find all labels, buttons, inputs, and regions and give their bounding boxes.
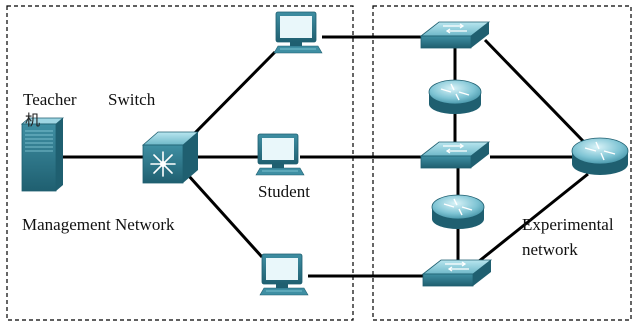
lab-router-a-icon [428, 79, 482, 114]
student-label: Student [258, 182, 310, 201]
student-pc-bottom-icon [259, 253, 309, 296]
lab-router-c-icon [571, 137, 629, 175]
student-pc-middle-icon [255, 133, 305, 176]
core-switch-icon [141, 131, 200, 184]
link-core-pc-top [186, 50, 277, 142]
experimental-network-boundary [372, 5, 632, 321]
student-pc-top-icon [273, 11, 323, 54]
lab-switch-middle-icon [419, 141, 491, 169]
management-network-label: Management Network [22, 215, 175, 234]
lab-switch-bottom-icon [421, 259, 493, 287]
switch-label: Switch [108, 90, 156, 109]
lab-router-b-icon [431, 194, 485, 229]
management-network-boundary [6, 5, 354, 321]
links [62, 35, 589, 278]
teacher-glyph-label: 机 [25, 111, 41, 129]
experimental-network-label-line2: network [522, 240, 578, 259]
lab-switch-top-icon [419, 21, 491, 49]
link-core-pc-bot [186, 173, 264, 259]
teacher-label: Teacher [23, 90, 77, 109]
experimental-network-label-line1: Experimental [522, 215, 614, 234]
link-sw-top-router-c [483, 38, 586, 144]
link-sw-bot-router-c [477, 172, 589, 264]
teacher-server-icon [20, 117, 65, 192]
